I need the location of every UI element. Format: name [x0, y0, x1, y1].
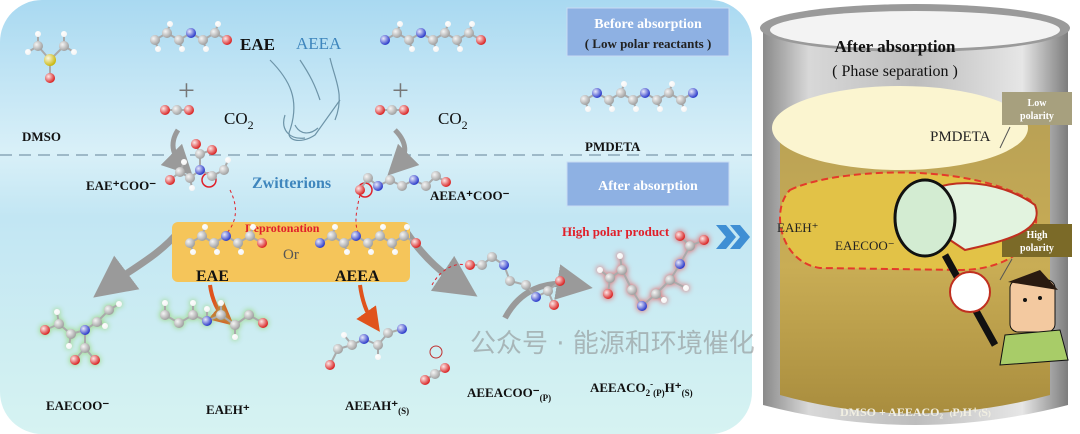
svg-text:After absorption: After absorption [598, 179, 698, 194]
handshake-icon [269, 57, 341, 142]
eaeh-label: EAEH⁺ [206, 402, 250, 417]
plus-sign: + [392, 74, 409, 107]
low-polarity-layer [772, 86, 1028, 170]
watermark: 公众号 · 能源和环境催化 [470, 329, 755, 359]
molecule [40, 301, 122, 365]
aeea-label: AEEA [296, 34, 342, 53]
beaker-title: After absorption [834, 37, 956, 56]
deprotonation-box [172, 222, 410, 282]
molecule [325, 324, 407, 370]
aeeaco2-label: AEEACO2-(P)H⁺(S) [590, 379, 693, 398]
svg-text:( Low polar reactants ): ( Low polar reactants ) [585, 36, 712, 51]
molecule [160, 105, 194, 115]
svg-text:Low: Low [1028, 98, 1048, 109]
zwitterions-label: Zwitterions [252, 175, 331, 192]
molecule [315, 224, 421, 255]
molecule [25, 31, 77, 83]
chevron-arrow-icon [716, 225, 750, 249]
low-polarity-tag: Low polarity [999, 92, 1072, 149]
co2-label: CO2 [438, 109, 468, 132]
eae-label: EAE [196, 268, 229, 285]
proton-marker [429, 345, 443, 359]
co2-label: CO2 [224, 109, 254, 132]
beaker-subtitle: ( Phase separation ) [832, 63, 958, 80]
molecule [380, 21, 486, 52]
pmdeta-label: PMDETA [585, 139, 641, 154]
before-absorption-box: Before absorption ( Low polar reactants … [566, 7, 730, 57]
dmso-label: DMSO [22, 129, 61, 144]
svg-text:polarity: polarity [1020, 111, 1054, 122]
molecule [150, 21, 232, 52]
molecule [160, 300, 268, 340]
plus-sign: + [178, 74, 195, 107]
eae-label: EAE [240, 35, 275, 54]
molecule [597, 231, 709, 311]
molecule [375, 105, 409, 115]
beaker-eaeh-label: EAEH⁺ [777, 220, 819, 235]
or-label: Or [283, 247, 299, 263]
svg-text:polarity: polarity [1020, 243, 1054, 254]
aeea-label: AEEA [335, 268, 380, 285]
molecule [185, 224, 267, 255]
beaker-eaecoo-label: EAECOO⁻ [835, 238, 895, 253]
molecule [465, 252, 565, 310]
aeeah-label: AEEAH⁺(S) [345, 398, 409, 416]
beaker-bottom-label: DMSO + AEEACO₂⁻₍P₎H⁺₍S₎ [840, 405, 991, 419]
cartoon-character [949, 270, 1069, 366]
deprotonation-label: Deprotonation [245, 221, 320, 235]
aeea-zwitterion-label: AEEA⁺COO⁻ [430, 188, 510, 203]
svg-text:High: High [1026, 230, 1048, 241]
after-absorption-box: After absorption [566, 161, 730, 207]
svg-text:Before absorption: Before absorption [594, 17, 702, 32]
beaker-pmdeta-label: PMDETA [930, 129, 991, 145]
proton-transfer-lines [224, 189, 466, 286]
molecule [165, 139, 231, 191]
aeeacoo-label: AEEACOO⁻(P) [467, 385, 551, 403]
molecule [420, 363, 450, 385]
molecule [355, 171, 451, 195]
eae-zwitterion-label: EAE⁺COO⁻ [86, 178, 156, 193]
molecule [580, 81, 698, 112]
high-polar-product-label: High polar product [562, 224, 670, 239]
eaecoo-label: EAECOO⁻ [46, 398, 109, 413]
left-panel [0, 0, 752, 434]
